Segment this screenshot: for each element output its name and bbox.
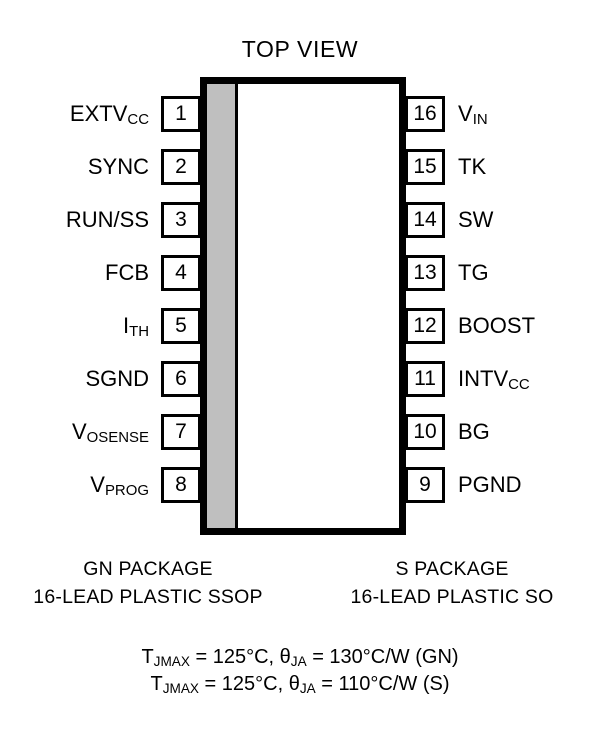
pin-signal-label: INTVCC <box>458 366 530 394</box>
pin-row: 16 VIN <box>405 96 600 132</box>
pin-row: 13 TG <box>405 255 600 291</box>
pin-signal-label: FCB <box>105 260 149 285</box>
pin-signal-label: TK <box>458 154 487 179</box>
pin-number-box: 15 <box>405 149 445 185</box>
pin-signal-label: VIN <box>458 101 488 129</box>
pin-number-box: 10 <box>405 414 445 450</box>
package-name-s: S PACKAGE <box>395 558 509 580</box>
pin-number-box: 1 <box>161 96 201 132</box>
pin-signal-label: SW <box>458 207 494 232</box>
package-info-gn: GN PACKAGE 16-LEAD PLASTIC SSOP <box>0 556 300 611</box>
pin-row: VPROG 8 <box>0 467 201 503</box>
pin-number-box: 12 <box>405 308 445 344</box>
pin-number-box: 9 <box>405 467 445 503</box>
pin-number-box: 2 <box>161 149 201 185</box>
pin-number-box: 5 <box>161 308 201 344</box>
pin-number-box: 7 <box>161 414 201 450</box>
pin-row: SGND 6 <box>0 361 201 397</box>
package-description-gn: 16-LEAD PLASTIC SSOP <box>33 585 263 608</box>
thermal-spec-line: TJMAX = 125°C, θJA = 130°C/W (GN) <box>141 646 459 669</box>
pin-row: 11 INTVCC <box>405 361 600 397</box>
package-description-s: 16-LEAD PLASTIC SO <box>350 585 554 608</box>
pin-row: SYNC 2 <box>0 149 201 185</box>
pin-row: VOSENSE 7 <box>0 414 201 450</box>
chip-package-body <box>200 77 406 535</box>
pin-number-box: 14 <box>405 202 445 238</box>
pin-signal-label: VOSENSE <box>71 419 149 447</box>
pin-signal-label: BOOST <box>458 313 536 338</box>
pin-signal-label: BG <box>458 419 490 444</box>
pin-number-box: 6 <box>161 361 201 397</box>
pin-row: EXTVCC 1 <box>0 96 201 132</box>
pin-signal-label: SGND <box>85 366 149 391</box>
pin-row: 9 PGND <box>405 467 600 503</box>
package-captions: GN PACKAGE 16-LEAD PLASTIC SSOP S PACKAG… <box>0 556 600 611</box>
pin-row: ITH 5 <box>0 308 201 344</box>
pin-signal-label: EXTVCC <box>69 101 149 129</box>
pin-signal-label: ITH <box>122 313 149 341</box>
pin-number-box: 8 <box>161 467 201 503</box>
pin-row: 10 BG <box>405 414 600 450</box>
thermal-specifications: TJMAX = 125°C, θJA = 130°C/W (GN) TJMAX =… <box>0 644 600 698</box>
pin-row: 14 SW <box>405 202 600 238</box>
pin-number-box: 11 <box>405 361 445 397</box>
pin-signal-label: PGND <box>458 472 522 497</box>
pin-number-box: 4 <box>161 255 201 291</box>
pin-signal-label: RUN/SS <box>65 207 149 232</box>
pin-row: 15 TK <box>405 149 600 185</box>
package-name-gn: GN PACKAGE <box>83 558 213 580</box>
pin-one-orientation-stripe <box>207 84 238 528</box>
pin-row: FCB 4 <box>0 255 201 291</box>
top-view-title: TOP VIEW <box>241 36 359 62</box>
pin-number-box: 3 <box>161 202 201 238</box>
pin-signal-label: TG <box>458 260 489 285</box>
thermal-spec-line: TJMAX = 125°C, θJA = 110°C/W (S) <box>150 673 450 696</box>
pin-number-box: 16 <box>405 96 445 132</box>
pin-signal-label: SYNC <box>87 154 149 179</box>
pin-number-box: 13 <box>405 255 445 291</box>
pin-row: RUN/SS 3 <box>0 202 201 238</box>
pin-row: 12 BOOST <box>405 308 600 344</box>
package-info-s: S PACKAGE 16-LEAD PLASTIC SO <box>300 556 600 611</box>
pin-signal-label: VPROG <box>90 472 149 500</box>
